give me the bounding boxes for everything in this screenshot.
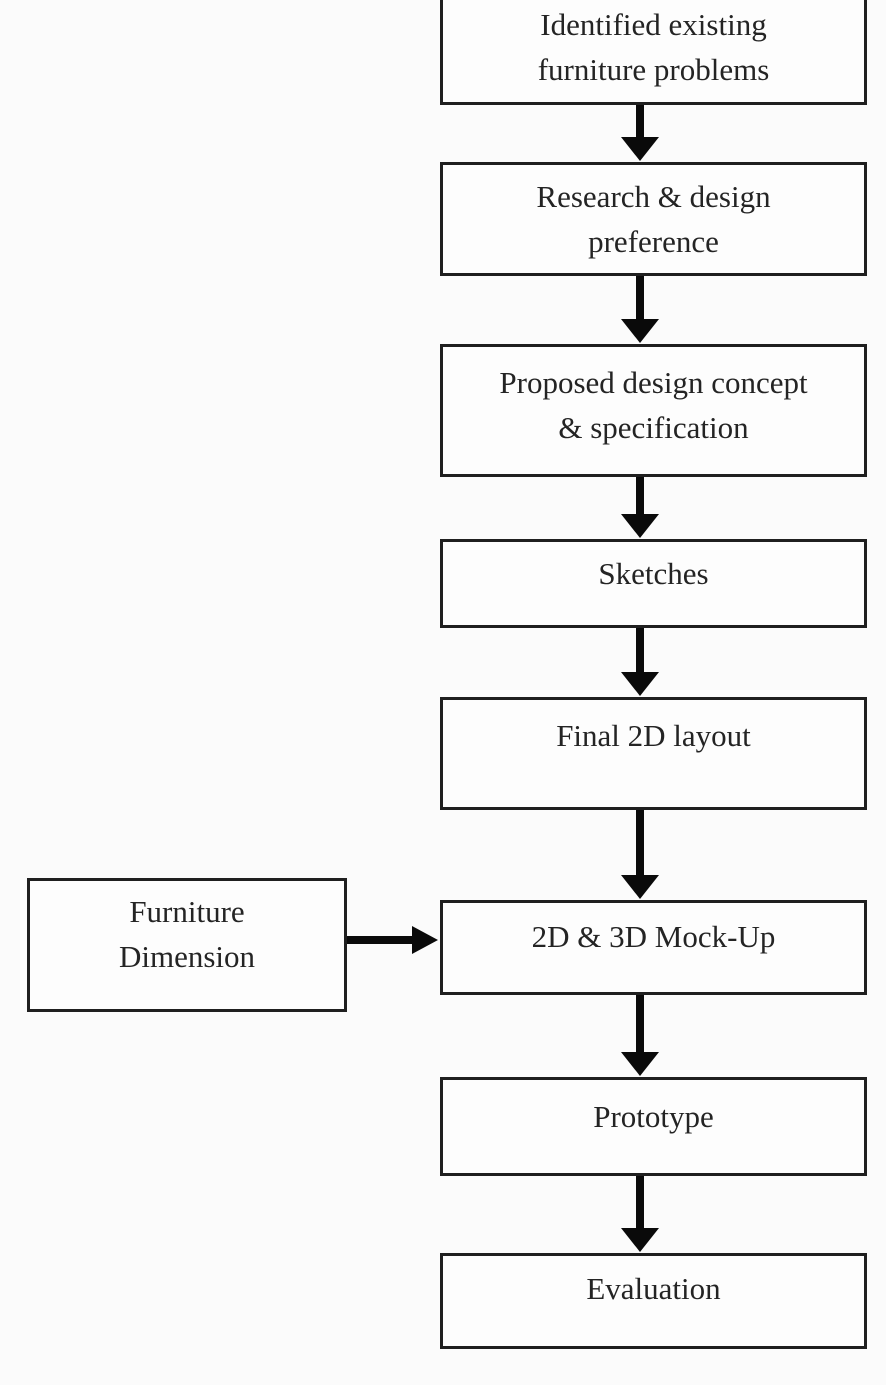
flow-step-mockup: 2D & 3D Mock-Up (440, 900, 867, 995)
arrow-shaft (636, 810, 644, 875)
arrow-concept-to-sketches (621, 477, 659, 538)
flow-step-final-2d-layout: Final 2D layout (440, 697, 867, 810)
arrow-head-icon (621, 319, 659, 343)
arrow-layout-to-mockup (621, 810, 659, 899)
arrow-shaft (636, 477, 644, 514)
arrow-head-icon (621, 1052, 659, 1076)
flow-step-prototype: Prototype (440, 1077, 867, 1176)
flow-step-evaluation: Evaluation (440, 1253, 867, 1349)
flow-step-sketches: Sketches (440, 539, 867, 628)
arrow-head-icon (621, 672, 659, 696)
arrow-shaft (636, 628, 644, 672)
arrow-dimension-to-mockup (347, 926, 438, 954)
arrow-head-icon (412, 926, 438, 954)
arrow-shaft (636, 105, 644, 137)
flow-input-furniture-dimension: Furniture Dimension (27, 878, 347, 1012)
arrow-head-icon (621, 514, 659, 538)
arrow-shaft (636, 995, 644, 1052)
flow-step-research-preference: Research & design preference (440, 162, 867, 276)
arrow-research-to-concept (621, 276, 659, 343)
arrow-head-icon (621, 875, 659, 899)
arrow-head-icon (621, 1228, 659, 1252)
arrow-shaft (636, 1176, 644, 1228)
flow-step-identified-problems: Identified existing furniture problems (440, 0, 867, 105)
arrow-mockup-to-prototype (621, 995, 659, 1076)
arrow-identified-to-research (621, 105, 659, 161)
arrow-shaft (636, 276, 644, 319)
arrow-prototype-to-evaluation (621, 1176, 659, 1252)
arrow-shaft (347, 936, 412, 944)
arrow-head-icon (621, 137, 659, 161)
arrow-sketches-to-layout (621, 628, 659, 696)
flow-step-design-concept: Proposed design concept & specification (440, 344, 867, 477)
